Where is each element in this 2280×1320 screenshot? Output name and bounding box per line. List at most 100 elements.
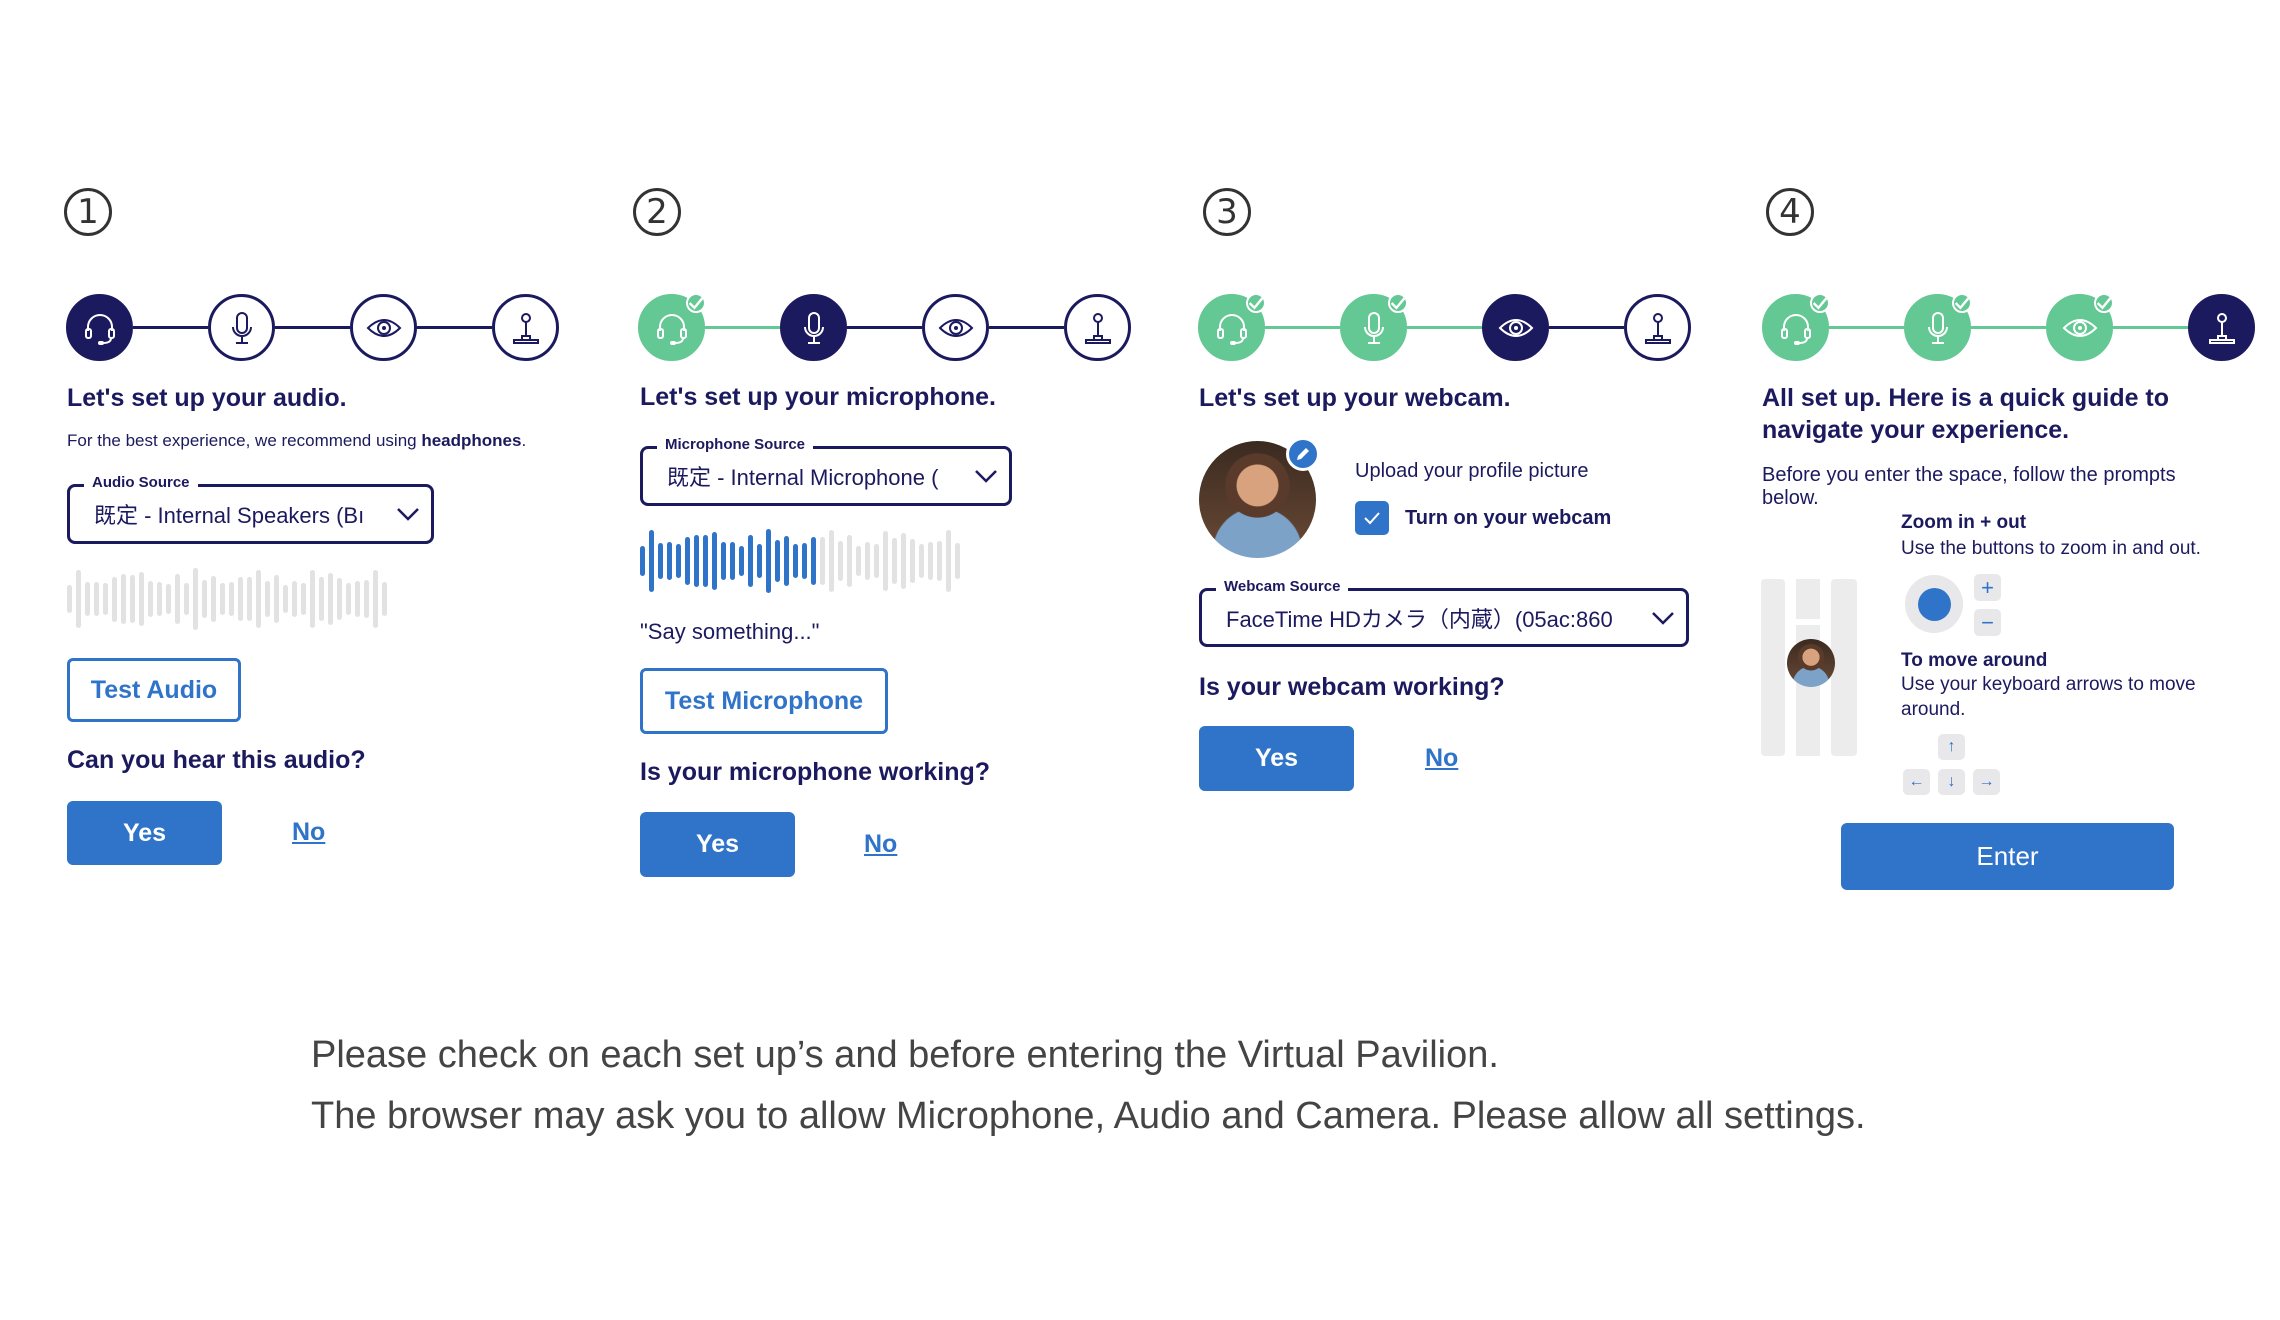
waveform-bar [829,529,834,593]
waveform-bar [211,575,216,623]
guide-heading-line2: navigate your experience. [1762,416,2070,444]
edit-pencil-icon[interactable] [1286,437,1320,471]
waveform-bar [928,542,933,580]
webcam-checkbox-label: Turn on your webcam [1405,507,1612,529]
webcam-checkbox[interactable] [1355,501,1389,535]
guide-intro-line2: below. [1762,487,1819,509]
zoom-out-button[interactable]: − [1974,609,2001,636]
step-headphones-active [66,294,133,361]
webcam-no-link[interactable]: No [1425,744,1459,772]
eye-icon [938,318,973,337]
waveform-bar [67,585,72,613]
waveform-bar [955,542,960,580]
say-something-prompt: "Say something..." [640,619,820,644]
waveform-bar [157,581,162,617]
step-microphone-active [780,294,847,361]
step-number-3: 3 [1203,188,1251,236]
waveform-bar [274,574,279,624]
waveform-bar [802,542,807,580]
microphone-source-select[interactable]: Microphone Source 既定 - Internal Micropho… [640,436,1012,506]
headphones-icon [1216,313,1247,345]
waveform-bar [865,541,870,581]
waveform-bar [319,577,324,621]
waveform-bar [667,542,672,580]
waveform-bar [220,583,225,615]
test-audio-button[interactable]: Test Audio [67,658,241,722]
arrow-up-key: ↑ [1938,734,1965,760]
step-joystick-active [2188,294,2255,361]
audio-no-link[interactable]: No [292,818,326,846]
stepper-connector [1829,326,1904,329]
stepper-connector [133,326,208,329]
stepper-connector [1549,326,1624,329]
audio-waveform [67,568,387,630]
waveform-bar [382,581,387,617]
checkmark-icon [1364,512,1380,525]
stepper-connector [2113,326,2188,329]
waveform-bar [838,541,843,581]
user-avatar [1787,639,1835,687]
microphone-icon [231,311,252,344]
upload-profile-picture-link[interactable]: Upload your profile picture [1355,460,1589,482]
chevron-down-icon [1640,611,1686,625]
waveform-bar [103,583,108,615]
footer-instructions-line1: Please check on each set up’s and before… [311,1034,1499,1076]
waveform-bar [148,580,153,618]
stepper-connector [1971,326,2046,329]
check-badge-icon [1388,293,1408,313]
step-joystick-todo [492,294,559,361]
zoom-control[interactable] [1905,575,1963,633]
waveform-bar [937,541,942,581]
step-number-2: 2 [633,188,681,236]
zoom-knob[interactable] [1918,588,1951,621]
stepper-connector [417,326,492,329]
microphone-source-value: 既定 - Internal Microphone ( [667,465,939,490]
waveform-bar [301,582,306,616]
waveform-bar [166,584,171,614]
waveform-bar [847,535,852,587]
step-headphones-done [1198,293,1266,361]
zoom-in-button[interactable]: + [1974,574,2001,601]
webcam-source-select[interactable]: Webcam Source FaceTime HDカメラ（内蔵）(05ac:86… [1199,578,1689,647]
check-badge-icon [1952,293,1972,313]
headphones-icon [84,313,115,345]
stepper-connector [847,326,922,329]
waveform-bar [283,584,288,614]
waveform-bar [685,537,690,585]
waveform-bar [139,571,144,627]
microphone-yes-button[interactable]: Yes [640,812,795,877]
waveform-bar [328,572,333,626]
step-joystick-todo [1064,294,1131,361]
waveform-bar [775,540,780,582]
joystick-icon [1644,312,1671,344]
webcam-yes-button[interactable]: Yes [1199,726,1354,791]
guide-intro-line1: Before you enter the space, follow the p… [1762,464,2176,486]
step-headphones-done [1762,293,1830,361]
arrow-left-key: ← [1903,769,1930,795]
waveform-bar [112,576,117,622]
zoom-title: Zoom in + out [1901,512,2027,533]
webcam-source-value: FaceTime HDカメラ（内蔵）(05ac:860 [1226,606,1613,632]
audio-question: Can you hear this audio? [67,746,366,774]
enter-button[interactable]: Enter [1841,823,2174,890]
audio-source-label: Audio Source [84,474,198,491]
microphone-no-link[interactable]: No [864,830,898,858]
audio-yes-button[interactable]: Yes [67,801,222,865]
test-microphone-button[interactable]: Test Microphone [640,668,888,734]
microphone-heading: Let's set up your microphone. [640,383,996,411]
waveform-bar [676,544,681,578]
waveform-bar [337,578,342,620]
zoom-description: Use the buttons to zoom in and out. [1901,538,2201,559]
eye-icon [1498,318,1533,337]
waveform-bar [784,536,789,586]
waveform-bar [247,576,252,622]
waveform-bar [892,537,897,585]
step-eye-todo [922,294,989,361]
microphone-icon [1927,311,1948,344]
waveform-bar [766,528,771,594]
check-badge-icon [1810,293,1830,313]
waveform-bar [265,580,270,618]
waveform-bar [175,574,180,624]
chevron-down-icon [385,507,431,521]
audio-source-select[interactable]: Audio Source 既定 - Internal Speakers (Bı [67,474,434,544]
